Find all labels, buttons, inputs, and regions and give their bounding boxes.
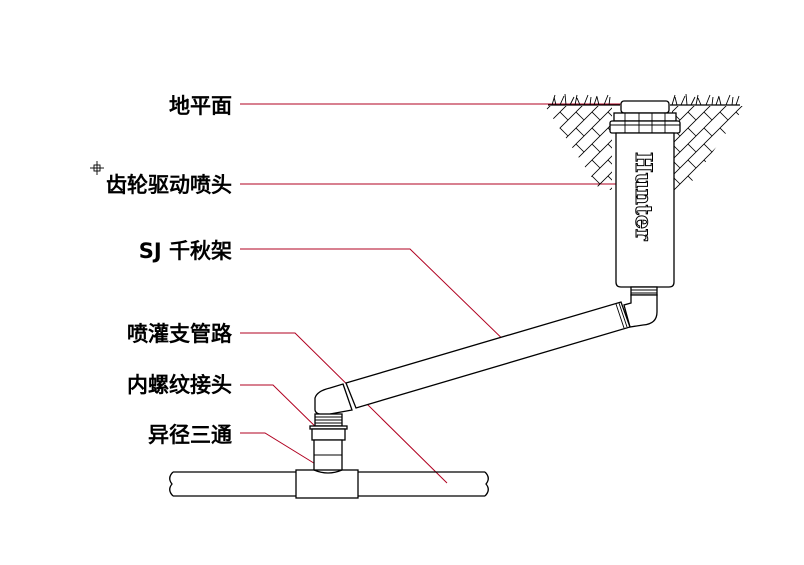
label-swing-joint: SJ 千秋架 bbox=[139, 239, 232, 263]
leader-reducing-tee bbox=[240, 432, 318, 466]
lower-elbow bbox=[314, 383, 353, 416]
reducing-tee bbox=[295, 469, 359, 499]
sprinkler-body bbox=[615, 132, 675, 288]
crosshair-icon bbox=[90, 161, 104, 175]
label-reducing-tee: 异径三通 bbox=[148, 423, 232, 447]
sprinkler-collar bbox=[609, 120, 681, 134]
leader-swing-joint bbox=[240, 248, 515, 351]
brand-mark: Hunter bbox=[630, 152, 656, 241]
tee-riser bbox=[313, 439, 343, 474]
female-thread-adapter bbox=[309, 413, 348, 441]
label-ground-level: 地平面 bbox=[169, 94, 232, 118]
label-gear-driven-sprinkler: 齿轮驱动喷头 bbox=[106, 173, 232, 197]
leader-lines bbox=[240, 103, 625, 484]
grass-icon bbox=[551, 93, 740, 106]
sprinkler-cap bbox=[620, 100, 670, 114]
leader-female-thread-adapter bbox=[240, 384, 326, 437]
label-lateral-pipe: 喷灌支管路 bbox=[127, 322, 233, 346]
sprinkler-head: Hunter bbox=[609, 100, 681, 328]
swing-joint-arm bbox=[339, 301, 631, 410]
leader-lateral-pipe bbox=[240, 332, 448, 484]
label-female-thread-adapter: 内螺纹接头 bbox=[127, 373, 232, 397]
